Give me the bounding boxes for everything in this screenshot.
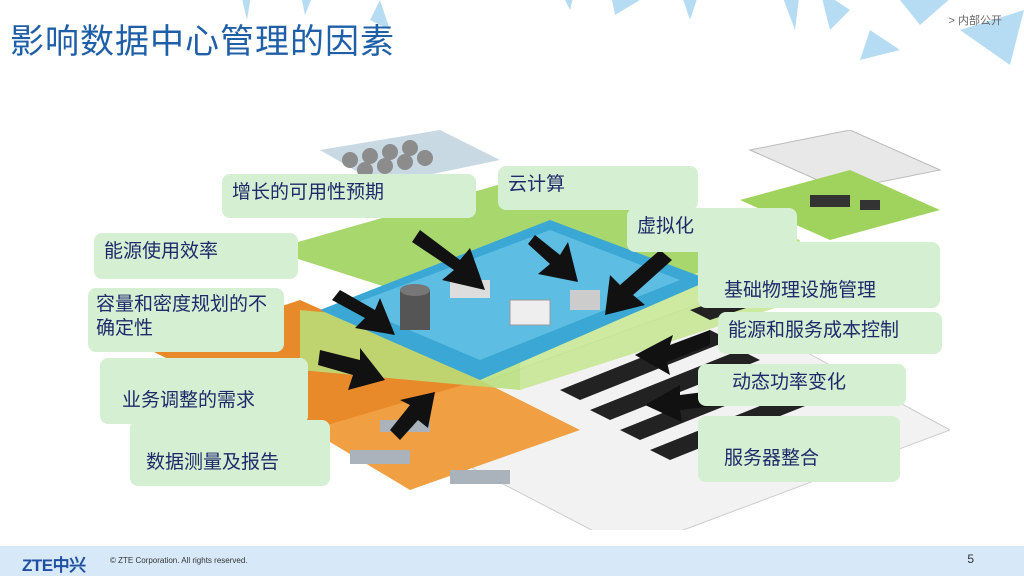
- label-cost: 能源和服务成本控制: [718, 312, 942, 354]
- classification-label: > 内部公开: [949, 12, 1002, 28]
- label-capacity: 容量和密度规划的不确定性: [88, 288, 284, 352]
- footer-bar: ZTE中兴 © ZTE Corporation. All rights rese…: [0, 546, 1024, 576]
- page-title: 影响数据中心管理的因素: [10, 14, 395, 63]
- label-power-text: 动态功率变化: [732, 371, 846, 393]
- label-business: 业务调整的需求: [100, 358, 308, 424]
- label-energy-text: 能源使用效率: [104, 240, 218, 262]
- label-energy: 能源使用效率: [94, 233, 298, 279]
- label-infra: 基础物理设施管理: [698, 242, 940, 308]
- label-business-text: 业务调整的需求: [122, 389, 255, 411]
- label-capacity-text: 容量和密度规划的不确定性: [96, 293, 267, 339]
- label-measure-text: 数据测量及报告: [146, 451, 279, 473]
- label-measure: 数据测量及报告: [130, 420, 330, 486]
- label-infra-text: 基础物理设施管理: [724, 279, 876, 301]
- label-cloud-text: 云计算: [508, 173, 565, 195]
- label-growth: 增长的可用性预期: [222, 174, 476, 218]
- label-growth-text: 增长的可用性预期: [232, 181, 384, 203]
- label-cloud: 云计算: [498, 166, 698, 210]
- label-power: 动态功率变化: [698, 364, 906, 406]
- copyright-text: © ZTE Corporation. All rights reserved.: [110, 556, 248, 565]
- page-number: 5: [967, 552, 974, 566]
- label-consolidate: 服务器整合: [698, 416, 900, 482]
- zte-logo: ZTE中兴: [22, 551, 86, 576]
- label-cost-text: 能源和服务成本控制: [728, 319, 899, 341]
- label-consolidate-text: 服务器整合: [724, 447, 819, 469]
- label-virtual-text: 虚拟化: [637, 215, 694, 237]
